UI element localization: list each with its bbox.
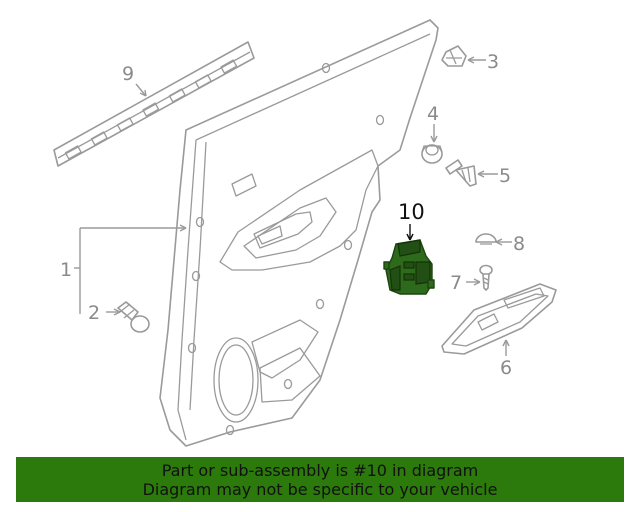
window-switch-highlighted: [383, 239, 435, 295]
callout-8: 8: [513, 233, 525, 255]
callout-4: 4: [427, 103, 439, 125]
callout-2: 2: [88, 302, 100, 324]
door-trim-panel: [159, 19, 439, 447]
cap-plug: [475, 233, 497, 245]
switch-bezel: [441, 283, 557, 355]
callout-5: 5: [499, 165, 511, 187]
callout-10: 10: [398, 200, 425, 224]
callout-1: 1: [60, 259, 72, 281]
banner-line-1: Part or sub-assembly is #10 in diagram: [161, 461, 479, 480]
clip-3: [441, 45, 467, 67]
callout-3: 3: [487, 51, 499, 73]
screw-5: [445, 159, 477, 187]
callout-9: 9: [122, 63, 134, 85]
info-banner: Part or sub-assembly is #10 in diagram D…: [16, 457, 624, 502]
exploded-view: 1 2 3 4 5 6 7 8 9 10: [53, 19, 557, 447]
belt-molding-strip: [53, 41, 255, 167]
leader-lines: [74, 56, 512, 356]
banner-line-2: Diagram may not be specific to your vehi…: [142, 480, 498, 499]
callout-6: 6: [500, 357, 512, 379]
grommet: [421, 144, 443, 164]
push-clip: [117, 301, 150, 333]
callout-7: 7: [450, 272, 462, 294]
screw-7: [479, 264, 493, 291]
